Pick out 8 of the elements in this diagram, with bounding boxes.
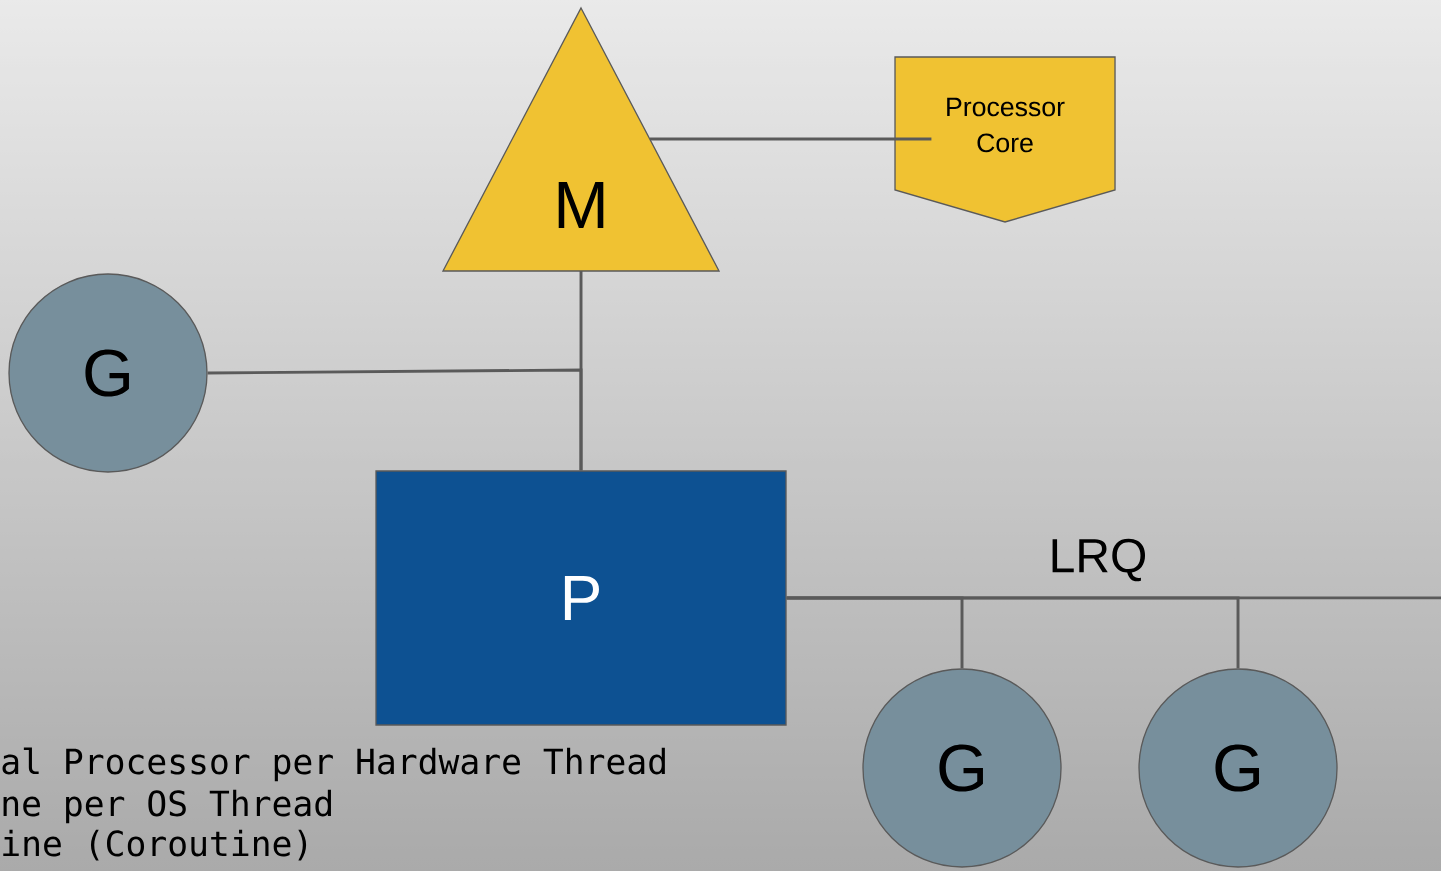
- connector-line: [207, 368, 583, 471]
- connector-line: [786, 596, 1240, 669]
- note-text: al Processor per Hardware Thread: [2, 747, 665, 782]
- connector-line: [650, 137, 932, 141]
- box: P: [375, 470, 787, 726]
- note-text: ne per OS Thread: [3, 789, 331, 824]
- note-text: ine (Coroutine): [3, 829, 307, 861]
- edge-label: LRQ: [1052, 538, 1146, 582]
